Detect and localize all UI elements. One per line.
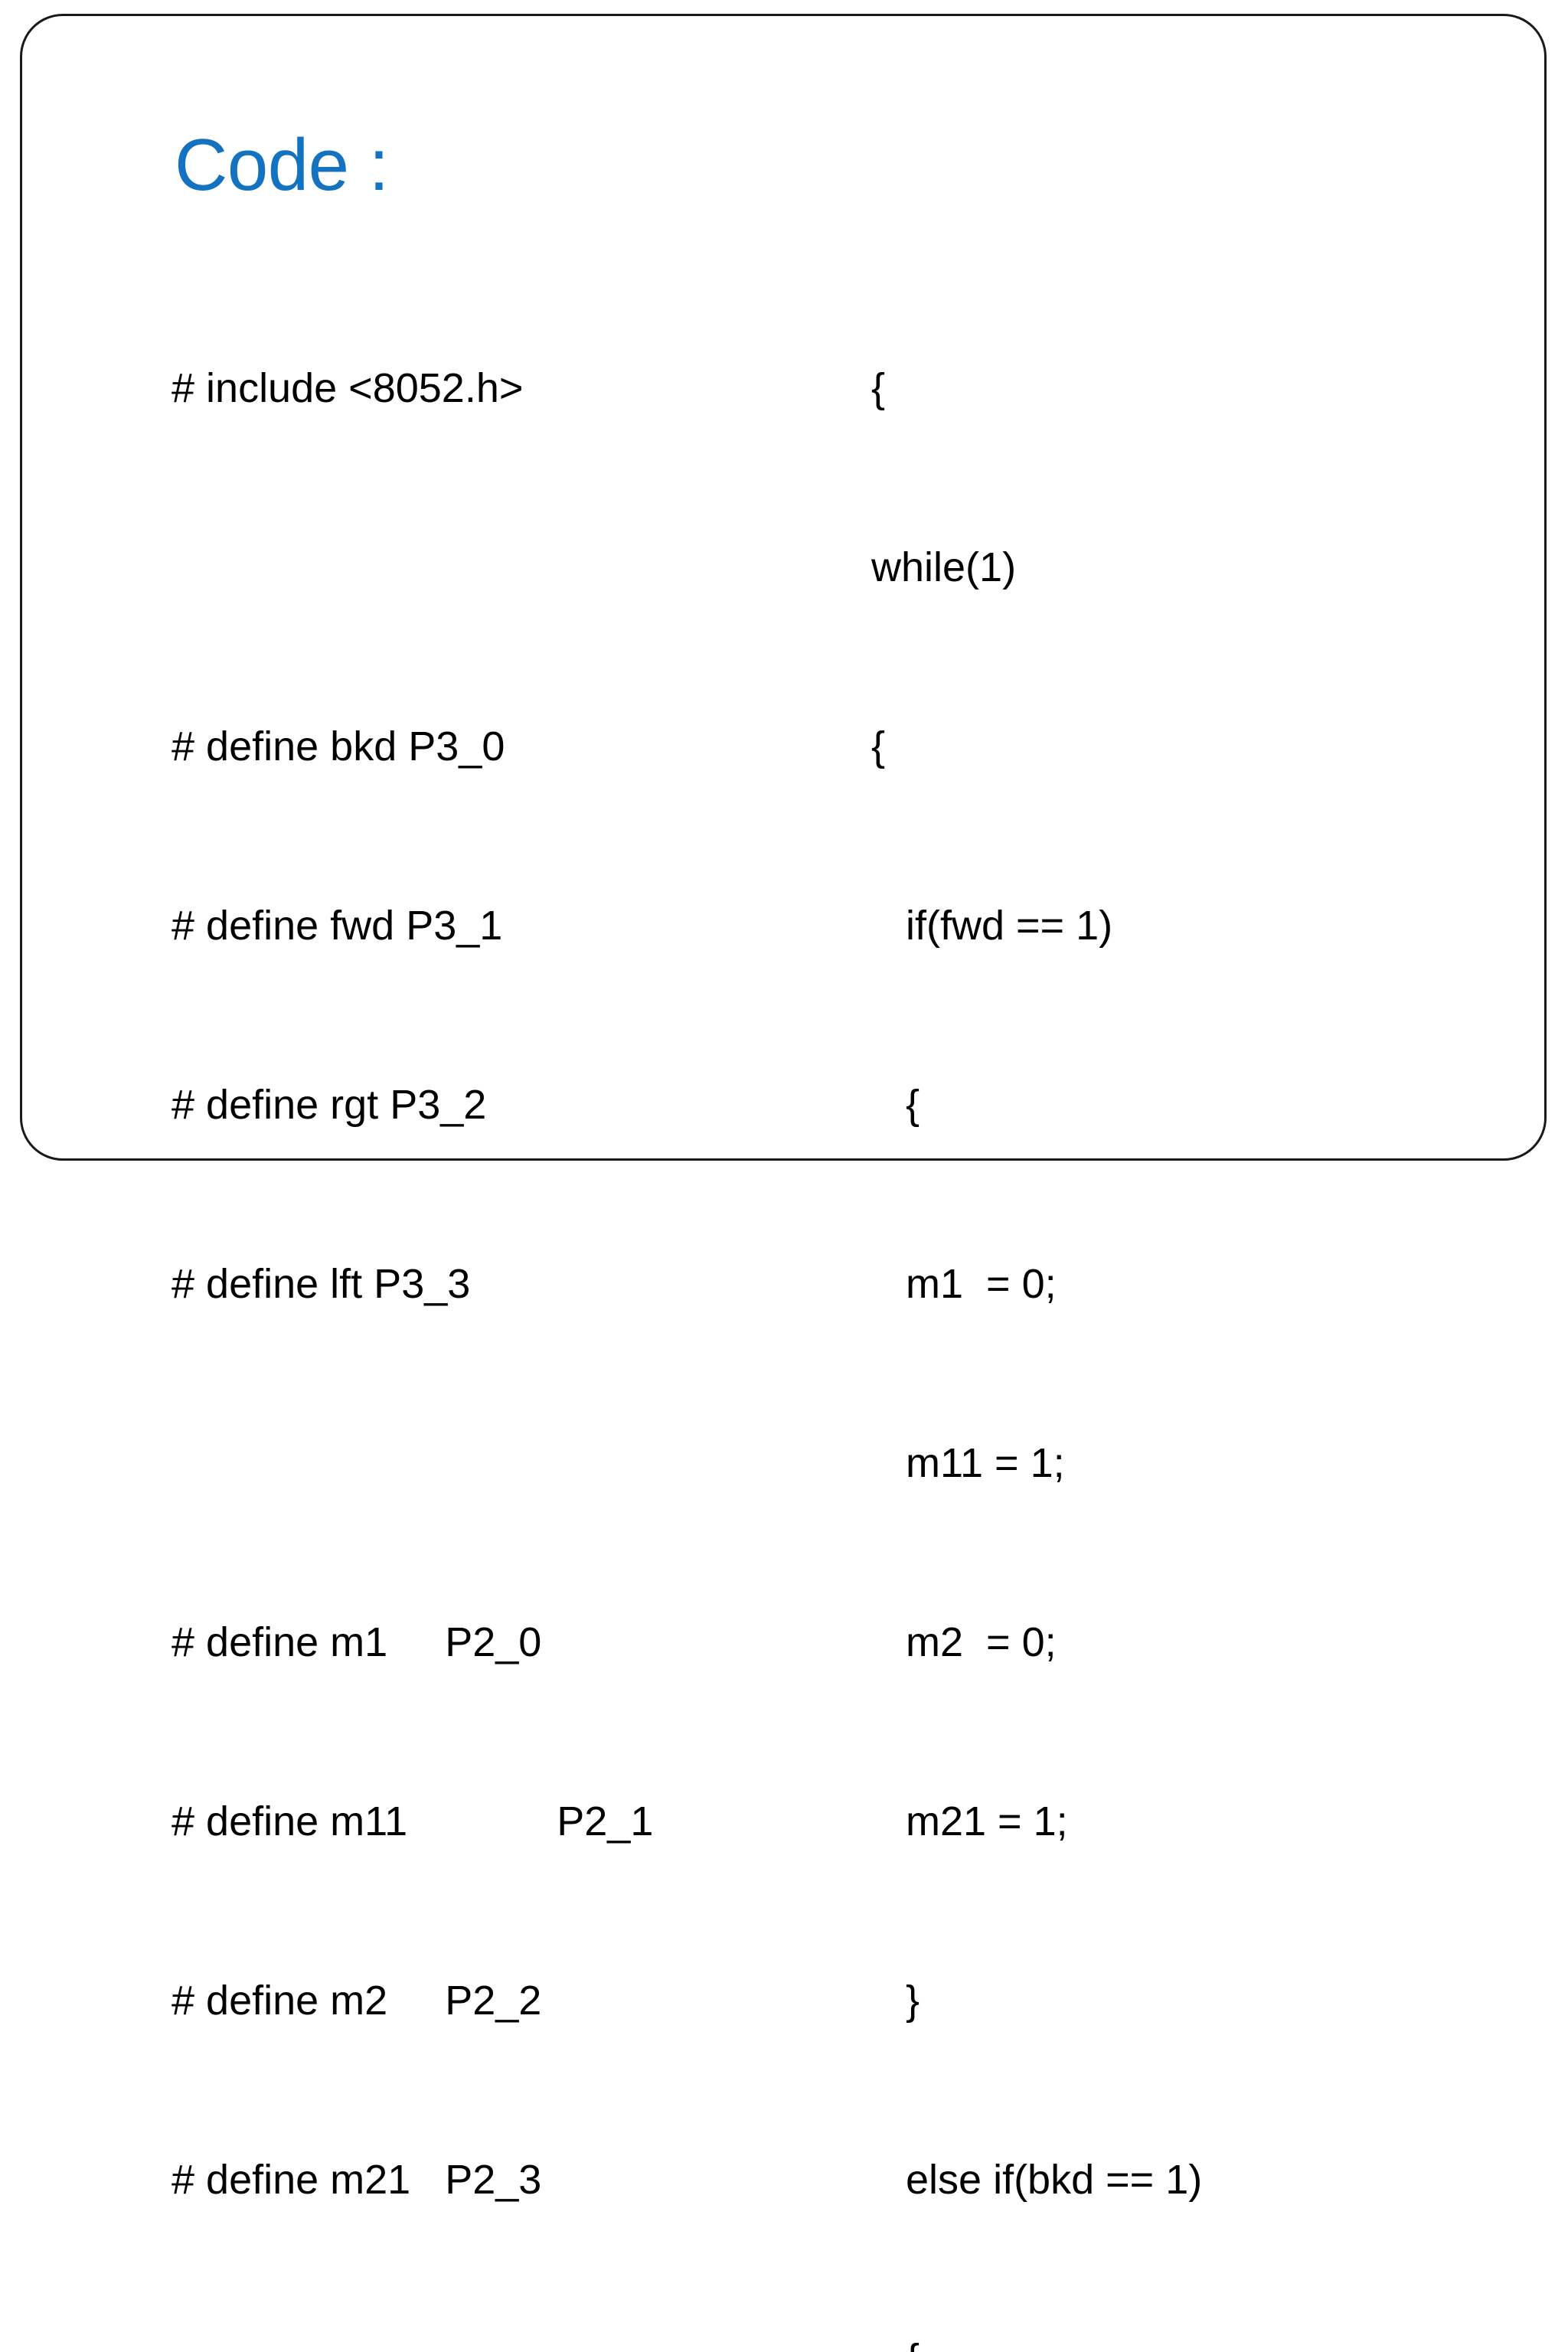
code-line: # define m11 P2_1	[172, 1798, 654, 1844]
code-line: # define m1 P2_0	[172, 1619, 542, 1665]
code-line: # define rgt P3_2	[172, 1082, 487, 1128]
page-title: Code :	[175, 124, 389, 206]
code-line: # define bkd P3_0	[172, 724, 505, 769]
code-line: }	[871, 1978, 920, 2024]
slide: Code : # include <8052.h> # define bkd P…	[20, 14, 1547, 2352]
code-block-right: { while(1) { if(fwd == 1) { m1 = 0; m11 …	[871, 239, 1514, 2352]
code-block-left: # include <8052.h> # define bkd P3_0 # d…	[172, 239, 845, 2352]
code-line: {	[871, 365, 886, 411]
code-line: if(fwd == 1)	[871, 903, 1113, 949]
code-line: # define fwd P3_1	[172, 903, 503, 949]
code-line: {	[871, 2329, 1514, 2352]
code-line: else if(bkd == 1)	[871, 2157, 1203, 2203]
code-line: m21 = 1;	[871, 1798, 1068, 1844]
code-line: m11 = 1;	[871, 1440, 1065, 1486]
code-line: while(1)	[871, 544, 1017, 590]
code-line: m2 = 0;	[871, 1619, 1057, 1665]
code-line: {	[871, 1082, 920, 1128]
slide-content: Code : # include <8052.h> # define bkd P…	[172, 124, 1202, 2352]
code-line: m1 = 0;	[871, 1261, 1057, 1307]
code-line	[172, 2329, 845, 2352]
code-line: # include <8052.h>	[172, 365, 524, 411]
code-line	[172, 1433, 845, 1493]
code-line	[172, 537, 845, 597]
code-line: # define m21 P2_3	[172, 2157, 542, 2203]
code-line: # define m2 P2_2	[172, 1978, 542, 2024]
code-line: # define lft P3_3	[172, 1261, 471, 1307]
code-line: {	[871, 724, 886, 769]
